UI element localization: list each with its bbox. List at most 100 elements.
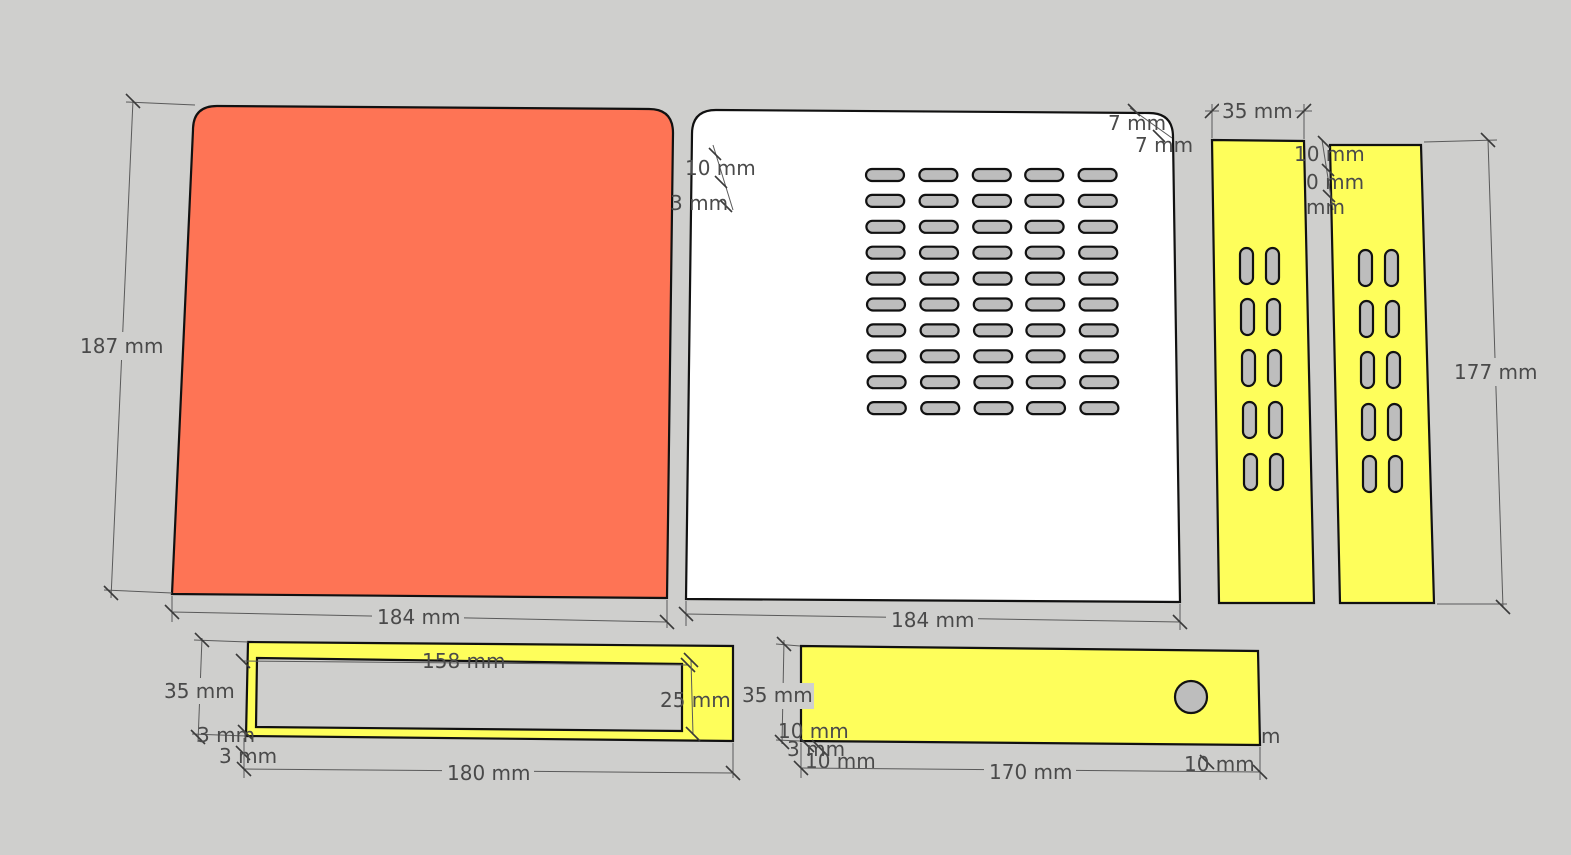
- vent-slot: [920, 401, 961, 416]
- vent-slot: [1078, 271, 1119, 286]
- front-width-label: 184 mm: [377, 605, 461, 629]
- cable-hole: [1173, 679, 1209, 715]
- bottom-frame-height-label: 35 mm: [164, 679, 235, 703]
- top-bar-height-label: 35 mm: [742, 683, 813, 707]
- top-bar-panel[interactable]: [799, 644, 1262, 747]
- vent-slot: [866, 323, 907, 338]
- bottom-frame-inner-height-label: 25 mm: [660, 688, 731, 712]
- front-panel-shape[interactable]: [170, 104, 675, 600]
- bottom-frame-inner-width-label: 158 mm: [422, 649, 506, 673]
- bottom-frame-inner-width-dimension: 158 mm: [235, 649, 696, 673]
- vent-slot: [1025, 375, 1066, 390]
- vent-slot: [1025, 323, 1066, 338]
- vent-slot: [972, 219, 1013, 234]
- vent-slot: [1024, 167, 1065, 183]
- bottom-frame-shape[interactable]: [244, 640, 735, 743]
- side-left-width-label: 35 mm: [1222, 99, 1293, 123]
- vent-slot: [919, 323, 960, 338]
- back-panel[interactable]: [684, 108, 1182, 604]
- vent-slot: [1078, 245, 1119, 260]
- vent-slot: [918, 245, 960, 260]
- vent-slot: [866, 349, 907, 364]
- bottom-frame-height-dimension: 35 mm: [160, 632, 249, 745]
- vent-slot: [1025, 401, 1067, 416]
- top-bar-width-dimension: 170 mm 10 mm: [793, 743, 1268, 784]
- vent-slot: [973, 401, 1014, 416]
- vent-slot: [919, 297, 960, 312]
- back-vent-edge-label: 3 mm: [670, 191, 728, 215]
- top-bar-height-dimension: 35 mm: [738, 636, 814, 750]
- vent-slot: [1077, 219, 1119, 234]
- vent-slot: [918, 219, 959, 234]
- vent-slot: [1078, 349, 1120, 364]
- vent-slot: [1079, 375, 1120, 390]
- bottom-frame-edge-dimension: 3 mm 3 mm: [197, 723, 277, 768]
- vent-slot: [918, 193, 959, 208]
- vent-slot: [918, 167, 959, 183]
- vent-slot: [864, 167, 906, 183]
- bottom-frame-panel[interactable]: [244, 640, 735, 743]
- vent-slot: [866, 401, 907, 416]
- side-right-height-dimension: 177 mm: [1423, 132, 1540, 615]
- bottom-frame-width-label: 180 mm: [447, 761, 531, 785]
- vent-slot: [1079, 401, 1120, 416]
- vent-slot: [919, 349, 960, 364]
- vent-slot: [971, 193, 1013, 208]
- side-panel-right-shape[interactable]: [1328, 143, 1436, 605]
- vent-slot: [865, 245, 906, 260]
- bottom-frame-width-dimension: 180 mm: [236, 738, 741, 786]
- side-panel-left[interactable]: [1210, 138, 1316, 605]
- top-bar-edge-end-label: 10 mm: [1184, 752, 1255, 776]
- vent-slot: [865, 297, 907, 312]
- top-bar-shape[interactable]: [799, 644, 1262, 747]
- back-vent-offset-dimension: 10 mm 3 mm: [670, 144, 756, 215]
- vent-slot: [973, 375, 1014, 390]
- vent-slot: [1024, 219, 1065, 234]
- front-width-dimension: 184 mm: [164, 596, 675, 630]
- back-vent-offset-label: 10 mm: [685, 156, 756, 180]
- side-right-height-label: 177 mm: [1454, 360, 1538, 384]
- side-panel-left-shape[interactable]: [1210, 138, 1316, 605]
- side-panel-right[interactable]: [1328, 143, 1436, 605]
- top-bar-width-label: 170 mm: [989, 760, 1073, 784]
- back-corner-radius-b-label: 7 mm: [1135, 133, 1193, 157]
- top-bar-edge-c-label: 10 mm: [805, 749, 876, 773]
- back-corner-dimension: 7 mm 7 mm: [1108, 103, 1193, 157]
- vent-slot: [1024, 245, 1065, 260]
- vent-slot: [1025, 349, 1066, 364]
- vent-slot: [865, 219, 906, 234]
- top-bar-edge-b-label: 3 mm: [787, 737, 845, 761]
- back-corner-radius-a-label: 7 mm: [1108, 111, 1166, 135]
- vent-slot: [971, 167, 1012, 183]
- vent-slot: [972, 245, 1013, 260]
- vent-slot: [919, 375, 961, 390]
- vent-slot: [973, 349, 1014, 364]
- vent-slot: [1024, 271, 1066, 286]
- vent-slot: [1078, 323, 1119, 338]
- front-panel[interactable]: [170, 104, 675, 600]
- vent-slot: [866, 375, 907, 390]
- vent-slot: [972, 323, 1014, 338]
- side-left-vent-gap-label: 0 mm: [1306, 170, 1364, 194]
- vent-slot: [919, 271, 960, 286]
- bottom-frame-edge-a-label: 3 mm: [197, 723, 255, 747]
- bottom-frame-inner-height-dimension: 25 mm: [660, 652, 731, 742]
- side-right-vent-slots: [1357, 248, 1404, 494]
- vent-slot: [1024, 193, 1065, 208]
- front-height-dimension: 187 mm: [76, 93, 196, 601]
- vent-slot: [1078, 297, 1119, 312]
- vent-slot: [1077, 193, 1118, 208]
- front-height-label: 187 mm: [80, 334, 164, 358]
- top-bar-edge-a-label: 10 mm: [778, 719, 849, 743]
- vent-slot: [1077, 167, 1118, 183]
- vent-slot: [972, 271, 1013, 286]
- vent-slot: [865, 193, 906, 208]
- back-width-label: 184 mm: [891, 608, 975, 632]
- side-left-vent-dimension: 10 mm 0 mm mm: [1294, 135, 1365, 219]
- side-left-vent-edge-label: mm: [1306, 195, 1345, 219]
- vent-slot: [1025, 297, 1066, 312]
- side-left-width-dimension: 35 mm: [1204, 99, 1312, 139]
- vent-slot-grid: [864, 167, 1120, 416]
- top-bar-edge-right-label: m: [1261, 724, 1280, 748]
